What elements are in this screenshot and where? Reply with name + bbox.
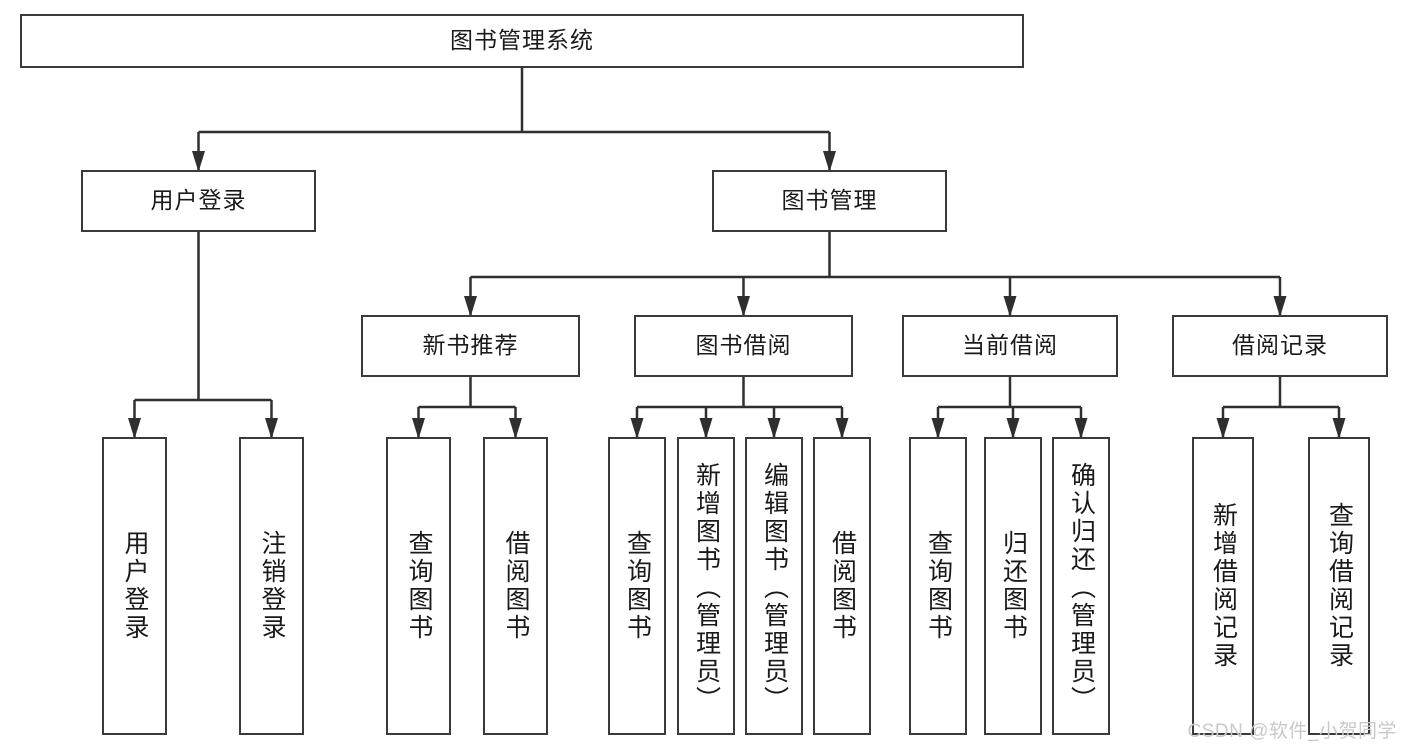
node-leaf-add-borrow-record[interactable]: 新增借阅记录 bbox=[1192, 437, 1254, 735]
node-leaf-confirm-return-admin[interactable]: 确认归还（管理员） bbox=[1052, 437, 1110, 735]
node-label: 查询借阅记录 bbox=[1325, 502, 1354, 670]
node-leaf-return-book[interactable]: 归还图书 bbox=[984, 437, 1042, 735]
node-label: 查询图书 bbox=[623, 530, 652, 642]
node-leaf-borrow-book-1[interactable]: 借阅图书 bbox=[483, 437, 548, 735]
node-label: 图书管理 bbox=[781, 187, 878, 214]
node-l3-book-borrow[interactable]: 图书借阅 bbox=[634, 315, 853, 377]
watermark: CSDN @软件_小贺同学 bbox=[1187, 721, 1397, 742]
conn-user-login-to-leaves-arrowhead-1 bbox=[265, 418, 278, 439]
node-l2-user-login[interactable]: 用户登录 bbox=[81, 170, 316, 232]
node-label: 新书推荐 bbox=[422, 332, 519, 359]
conn-current-borrow-to-leaves-arrowhead-2 bbox=[1074, 418, 1088, 439]
conn-book-borrow-to-leaves-arrowhead-1 bbox=[699, 418, 713, 439]
node-label: 归还图书 bbox=[999, 530, 1028, 642]
node-label: 确认归还（管理员） bbox=[1067, 462, 1096, 714]
node-root[interactable]: 图书管理系统 bbox=[20, 14, 1024, 68]
node-leaf-borrow-book-2[interactable]: 借阅图书 bbox=[813, 437, 871, 735]
node-leaf-query-borrow-record[interactable]: 查询借阅记录 bbox=[1308, 437, 1370, 735]
node-label: 新增借阅记录 bbox=[1209, 502, 1238, 670]
node-leaf-add-book-admin[interactable]: 新增图书（管理员） bbox=[677, 437, 735, 735]
conn-current-borrow-to-leaves-arrowhead-0 bbox=[931, 418, 945, 439]
conn-root-to-l2-arrowhead-1 bbox=[823, 151, 836, 172]
node-label: 借阅图书 bbox=[502, 530, 530, 642]
node-leaf-user-login[interactable]: 用户登录 bbox=[102, 437, 167, 735]
conn-current-borrow-to-leaves-arrowhead-1 bbox=[1006, 418, 1020, 439]
conn-book-borrow-to-leaves-arrowhead-3 bbox=[835, 418, 849, 439]
conn-book-manage-to-l3-arrowhead-3 bbox=[1273, 296, 1287, 317]
node-label: 查询图书 bbox=[924, 530, 953, 642]
node-label: 用户登录 bbox=[121, 530, 149, 642]
node-l2-book-manage[interactable]: 图书管理 bbox=[712, 170, 947, 232]
conn-book-manage-to-l3-arrowhead-2 bbox=[1003, 296, 1017, 317]
node-leaf-edit-book-admin[interactable]: 编辑图书（管理员） bbox=[745, 437, 803, 735]
node-l3-borrow-record[interactable]: 借阅记录 bbox=[1172, 315, 1388, 377]
conn-root-to-l2-arrowhead-0 bbox=[192, 151, 205, 172]
conn-book-manage-to-l3-arrowhead-0 bbox=[464, 296, 477, 317]
node-label: 查询图书 bbox=[405, 530, 433, 642]
conn-new-book-rec-to-leaves-arrowhead-0 bbox=[412, 418, 425, 439]
node-label: 新增图书（管理员） bbox=[692, 462, 721, 714]
node-label: 图书借阅 bbox=[695, 332, 792, 359]
node-label: 编辑图书（管理员） bbox=[760, 462, 789, 714]
node-l3-new-book-rec[interactable]: 新书推荐 bbox=[361, 315, 580, 377]
conn-book-manage-to-l3-arrowhead-1 bbox=[737, 296, 750, 317]
conn-book-borrow-to-leaves-arrowhead-0 bbox=[630, 418, 644, 439]
node-l3-current-borrow[interactable]: 当前借阅 bbox=[902, 315, 1118, 377]
conn-user-login-to-leaves-arrowhead-0 bbox=[128, 418, 141, 439]
node-label: 借阅图书 bbox=[828, 530, 857, 642]
conn-borrow-record-to-leaves-arrowhead-1 bbox=[1332, 418, 1346, 439]
conn-book-borrow-to-leaves-arrowhead-2 bbox=[767, 418, 781, 439]
node-label: 用户登录 bbox=[150, 187, 247, 214]
conn-borrow-record-to-leaves-arrowhead-0 bbox=[1216, 418, 1230, 439]
node-label: 注销登录 bbox=[258, 530, 286, 642]
node-leaf-query-book-2[interactable]: 查询图书 bbox=[608, 437, 666, 735]
node-leaf-logout[interactable]: 注销登录 bbox=[239, 437, 304, 735]
node-label: 图书管理系统 bbox=[450, 27, 594, 54]
node-leaf-query-book-3[interactable]: 查询图书 bbox=[909, 437, 967, 735]
conn-new-book-rec-to-leaves-arrowhead-1 bbox=[509, 418, 522, 439]
node-leaf-query-book-1[interactable]: 查询图书 bbox=[386, 437, 451, 735]
node-label: 当前借阅 bbox=[962, 332, 1058, 359]
node-label: 借阅记录 bbox=[1232, 332, 1328, 359]
